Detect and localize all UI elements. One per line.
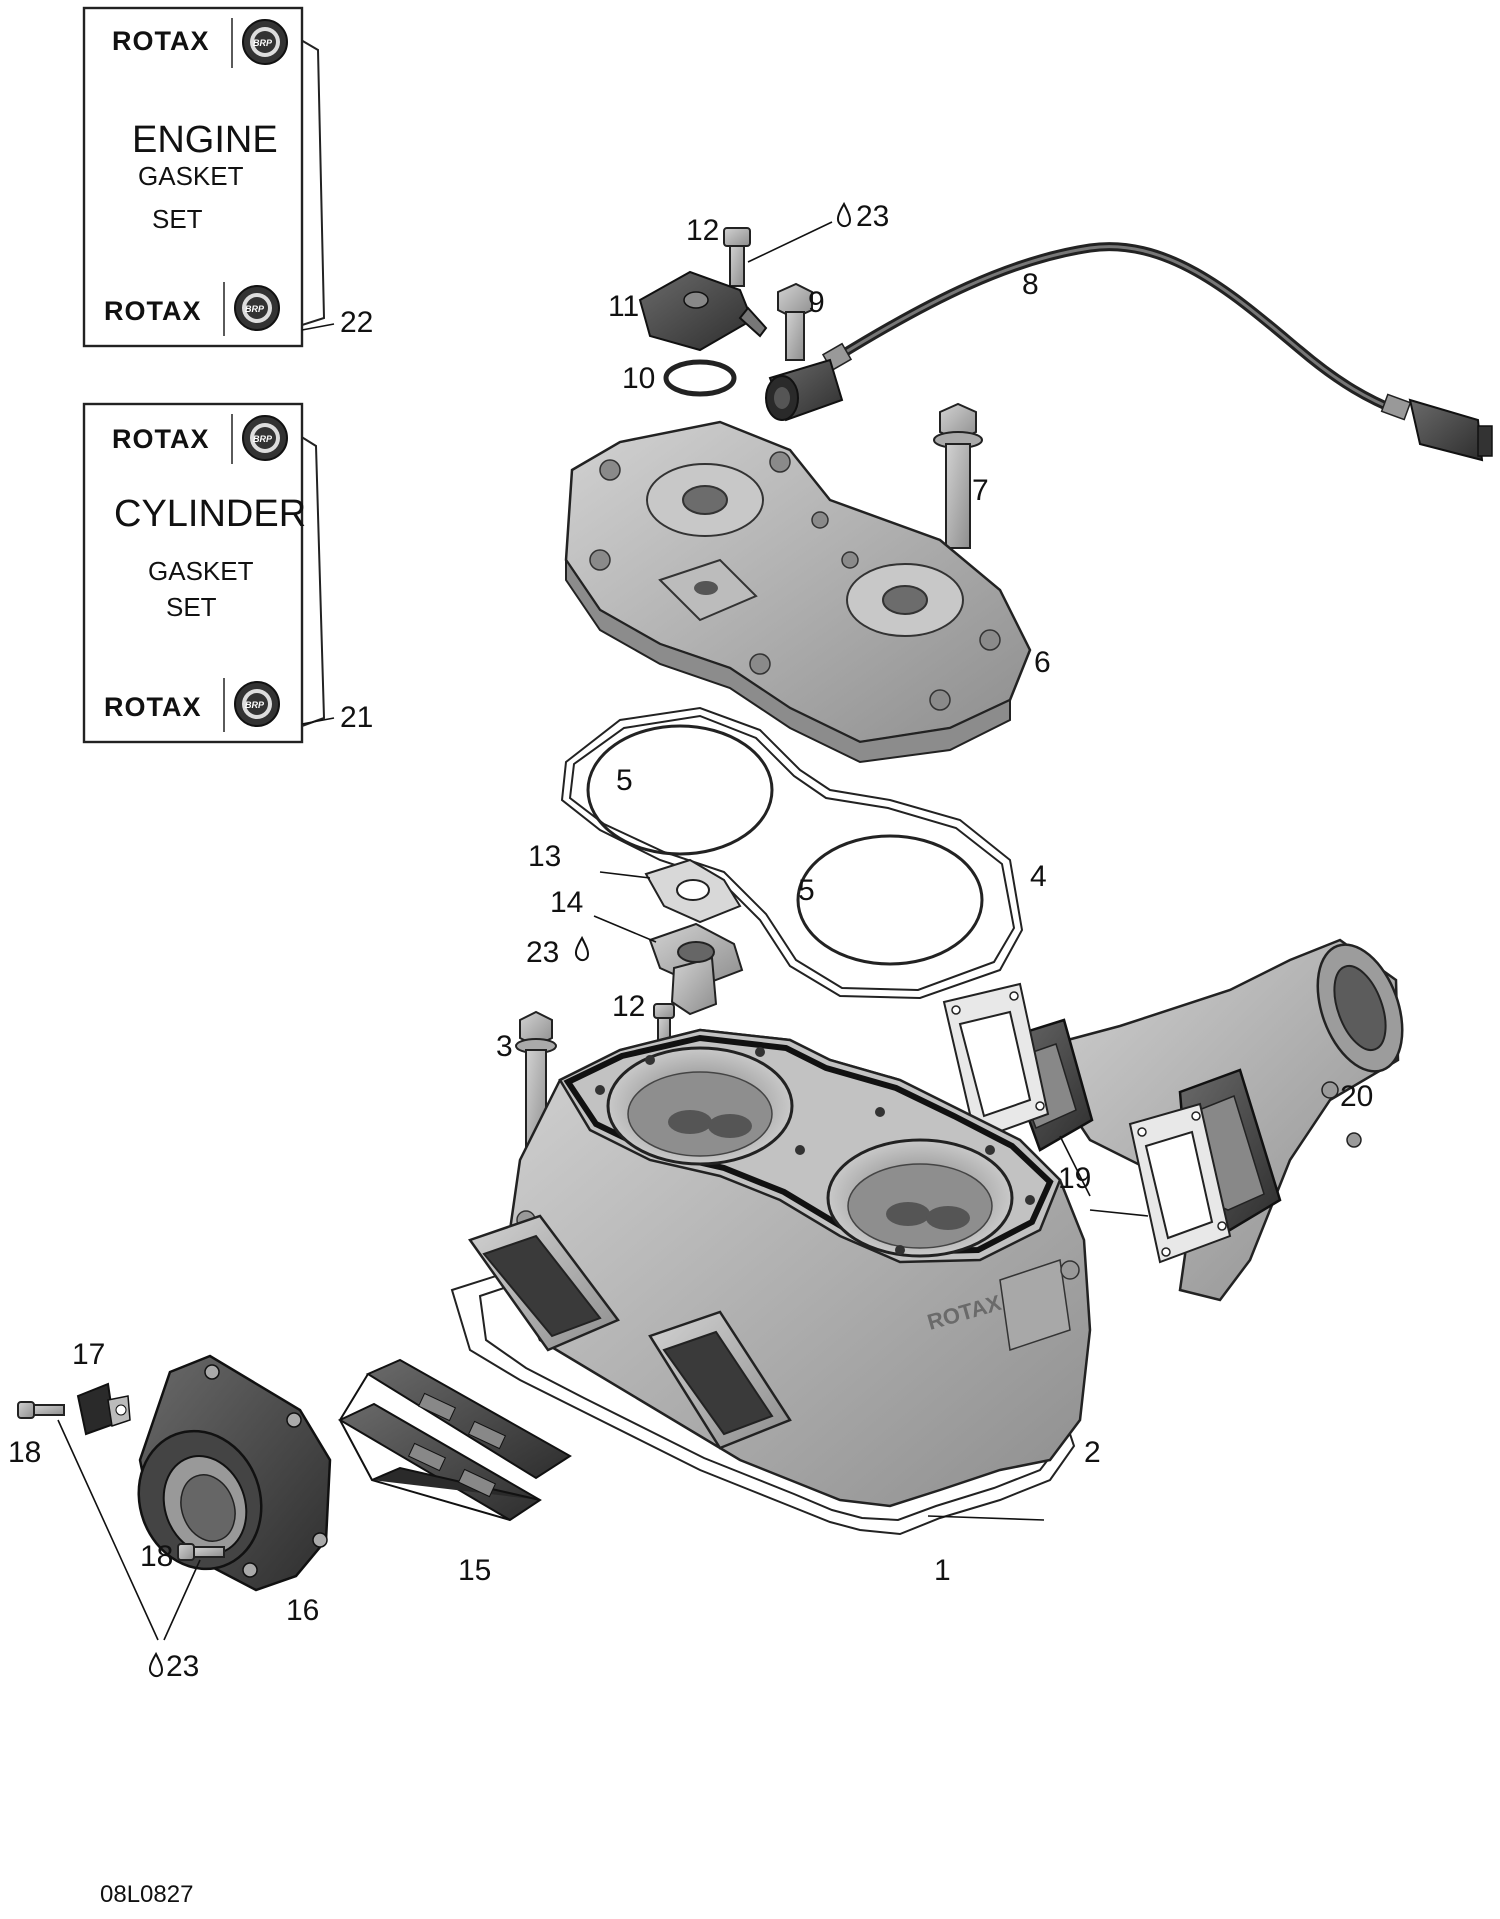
engine-gasket-set-kit: ROTAX BRP ENGINE GASKET SET ROTAX BRP 22 bbox=[82, 6, 373, 348]
callout-9: 9 bbox=[808, 286, 825, 319]
leader-lines bbox=[57, 221, 1149, 1641]
callout-18: 18 bbox=[8, 1436, 41, 1469]
callout-4: 4 bbox=[1030, 860, 1047, 893]
callout-14: 14 bbox=[550, 886, 583, 919]
callout-2: 2 bbox=[1084, 1436, 1101, 1469]
kit-title: ENGINE bbox=[132, 119, 278, 161]
reed-valve-part-15 bbox=[337, 1358, 572, 1522]
kit-subtitle: SET bbox=[152, 204, 203, 234]
svg-text:BRP: BRP bbox=[253, 434, 273, 444]
drop-icon bbox=[574, 935, 590, 962]
kit-subtitle: SET bbox=[166, 592, 217, 622]
svg-text:BRP: BRP bbox=[253, 38, 273, 48]
bolt-part-7 bbox=[933, 402, 983, 549]
callout-13: 13 bbox=[528, 840, 561, 873]
drop-icon bbox=[836, 201, 852, 228]
bolt-part-9 bbox=[777, 282, 813, 361]
callout-8: 8 bbox=[1022, 268, 1039, 301]
exhaust-gasket-part-19-left bbox=[942, 982, 1050, 1142]
callout-3: 3 bbox=[496, 1030, 513, 1063]
figure-code: 08L0827 bbox=[100, 1881, 193, 1908]
exhaust-gasket-part-19-right bbox=[1128, 1102, 1232, 1264]
callout-1: 1 bbox=[934, 1554, 951, 1587]
screw-part-18-left bbox=[17, 1401, 65, 1419]
kit-subtitle: GASKET bbox=[148, 556, 254, 586]
callout-15: 15 bbox=[458, 1554, 491, 1587]
clamp-part-17 bbox=[76, 1382, 131, 1436]
callout-17: 17 bbox=[72, 1338, 105, 1371]
callout-20: 20 bbox=[1340, 1080, 1373, 1113]
callout-12: 12 bbox=[612, 990, 645, 1023]
water-outlet-part-11 bbox=[638, 270, 768, 352]
callout-23: 23 bbox=[526, 936, 559, 969]
brp-logo-icon: BRP bbox=[242, 19, 288, 65]
callout-16: 16 bbox=[286, 1594, 319, 1627]
exhaust-manifold-part-20 bbox=[998, 938, 1404, 1302]
callout-19: 19 bbox=[1058, 1162, 1091, 1195]
kit-title: CYLINDER bbox=[114, 493, 306, 535]
knock-sensor-cable-part-8 bbox=[821, 242, 1493, 462]
callout-5: 5 bbox=[798, 874, 815, 907]
callout-11: 11 bbox=[608, 290, 639, 323]
callout-21: 21 bbox=[340, 701, 373, 734]
kit-brand-label: ROTAX bbox=[112, 424, 210, 454]
brp-logo-icon: BRP bbox=[234, 681, 280, 727]
brp-logo-icon: BRP bbox=[234, 285, 280, 331]
cylinder-head-part-6 bbox=[564, 420, 1032, 764]
callout-7: 7 bbox=[972, 474, 989, 507]
screw-part-18-bottom bbox=[177, 1543, 225, 1561]
brp-logo-icon: BRP bbox=[242, 415, 288, 461]
kit-brand-label: ROTAX bbox=[104, 692, 202, 722]
cylinder-gasket-set-kit: ROTAX BRP CYLINDER GASKET SET ROTAX BRP … bbox=[82, 402, 373, 744]
fitting-part-14 bbox=[648, 922, 744, 1016]
callout-23: 23 bbox=[166, 1650, 199, 1683]
callout-12: 12 bbox=[686, 214, 719, 247]
kit-subtitle: GASKET bbox=[138, 161, 244, 191]
callout-18: 18 bbox=[140, 1540, 173, 1573]
callout-22: 22 bbox=[340, 306, 373, 339]
o-ring-part-5-right bbox=[796, 834, 984, 966]
kit-brand-label: ROTAX bbox=[112, 26, 210, 56]
screw-part-12-top bbox=[723, 227, 751, 287]
o-ring-part-5-left bbox=[586, 724, 774, 856]
gasket-part-13 bbox=[644, 858, 742, 924]
intake-manifold-part-16 bbox=[137, 1354, 332, 1592]
drop-icon bbox=[148, 1651, 164, 1678]
callout-6: 6 bbox=[1034, 646, 1051, 679]
callout-5: 5 bbox=[616, 764, 633, 797]
callout-23: 23 bbox=[856, 200, 889, 233]
callout-10: 10 bbox=[622, 362, 655, 395]
knock-sensor-part-9-body bbox=[765, 358, 844, 422]
kit-brand-label: ROTAX bbox=[104, 296, 202, 326]
svg-text:BRP: BRP bbox=[245, 700, 265, 710]
svg-text:BRP: BRP bbox=[245, 304, 265, 314]
o-ring-part-10 bbox=[663, 359, 737, 397]
cylinder-block-part-2: ROTAX bbox=[468, 1028, 1092, 1508]
